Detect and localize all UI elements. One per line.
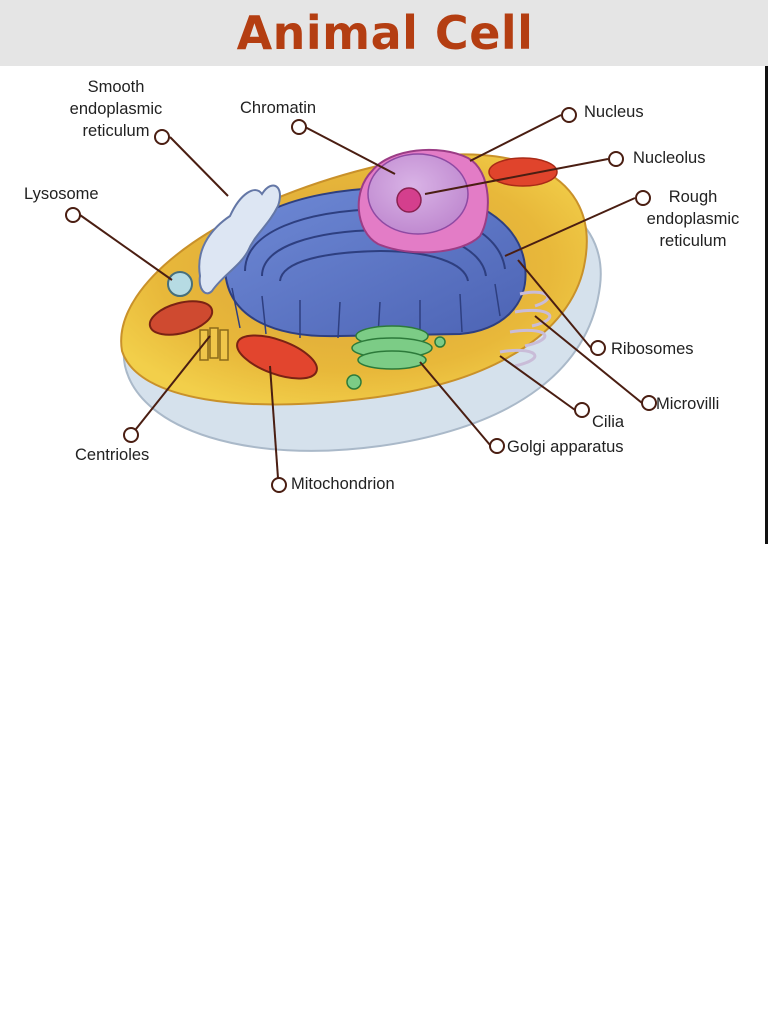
label-nucleus: Nucleus	[584, 103, 644, 121]
golgi-apparatus	[346, 325, 446, 390]
peroxisome	[488, 157, 558, 187]
nucleolus	[396, 187, 422, 213]
page-title: Animal Cell	[236, 6, 534, 60]
label-centrioles: Centrioles	[75, 446, 150, 464]
label-cilia: Cilia	[592, 413, 625, 431]
leader-lines	[65, 107, 657, 493]
label-ribosomes: Ribosomes	[611, 340, 694, 358]
title-bar: Animal Cell	[0, 0, 768, 66]
smooth-endoplasmic-reticulum	[198, 184, 281, 295]
lysosome	[167, 271, 193, 297]
label-microvilli: Microvilli	[656, 395, 720, 413]
label-mitochondrion: Mitochondrion	[291, 475, 395, 493]
diagram-area: Smooth endoplasmic reticulum Chromatin N…	[0, 66, 768, 544]
label-golgi: Golgi apparatus	[507, 438, 624, 456]
label-rough-er: Rough endoplasmic reticulum	[646, 188, 740, 250]
label-chromatin: Chromatin	[240, 99, 317, 117]
animal-cell-diagram	[65, 107, 657, 493]
label-smooth-er: Smooth endoplasmic reticulum	[69, 78, 163, 140]
mitochondrion	[148, 300, 318, 380]
label-nucleolus: Nucleolus	[633, 149, 706, 167]
label-lysosome: Lysosome	[24, 185, 99, 203]
